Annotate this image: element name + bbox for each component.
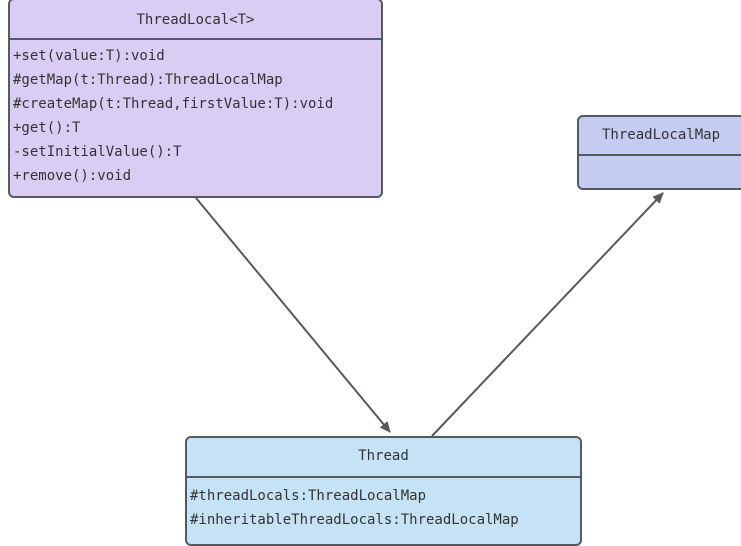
class-thread[interactable]: Thread #threadLocals:ThreadLocalMap #inh… xyxy=(185,436,582,546)
member-get: +get():T xyxy=(13,120,81,136)
association-threadlocal-to-thread xyxy=(195,197,391,433)
member-createmap: #createMap(t:Thread,firstValue:T):void xyxy=(13,96,334,112)
member-inheritablethreadlocals: #inheritableThreadLocals:ThreadLocalMap xyxy=(190,512,519,528)
class-threadlocal-members: +set(value:T):void #getMap(t:Thread):Thr… xyxy=(10,40,381,188)
class-threadlocalmap[interactable]: ThreadLocalMap xyxy=(577,115,741,190)
association-thread-to-threadlocalmap xyxy=(431,192,664,437)
class-thread-members: #threadLocals:ThreadLocalMap #inheritabl… xyxy=(187,478,580,532)
class-threadlocalmap-name: ThreadLocalMap xyxy=(579,117,741,156)
relationship-lines xyxy=(195,192,664,437)
member-set: +set(value:T):void xyxy=(13,48,165,64)
class-threadlocalmap-members xyxy=(579,156,741,160)
member-remove: +remove():void xyxy=(13,168,132,184)
class-threadlocal[interactable]: ThreadLocal<T> +set(value:T):void #getMa… xyxy=(8,0,383,198)
class-threadlocal-name: ThreadLocal<T> xyxy=(10,0,381,40)
member-getmap: #getMap(t:Thread):ThreadLocalMap xyxy=(13,72,283,88)
member-setinitialvalue: -setInitialValue():T xyxy=(13,144,182,160)
member-threadlocals: #threadLocals:ThreadLocalMap xyxy=(190,488,427,504)
class-thread-name: Thread xyxy=(187,438,580,478)
